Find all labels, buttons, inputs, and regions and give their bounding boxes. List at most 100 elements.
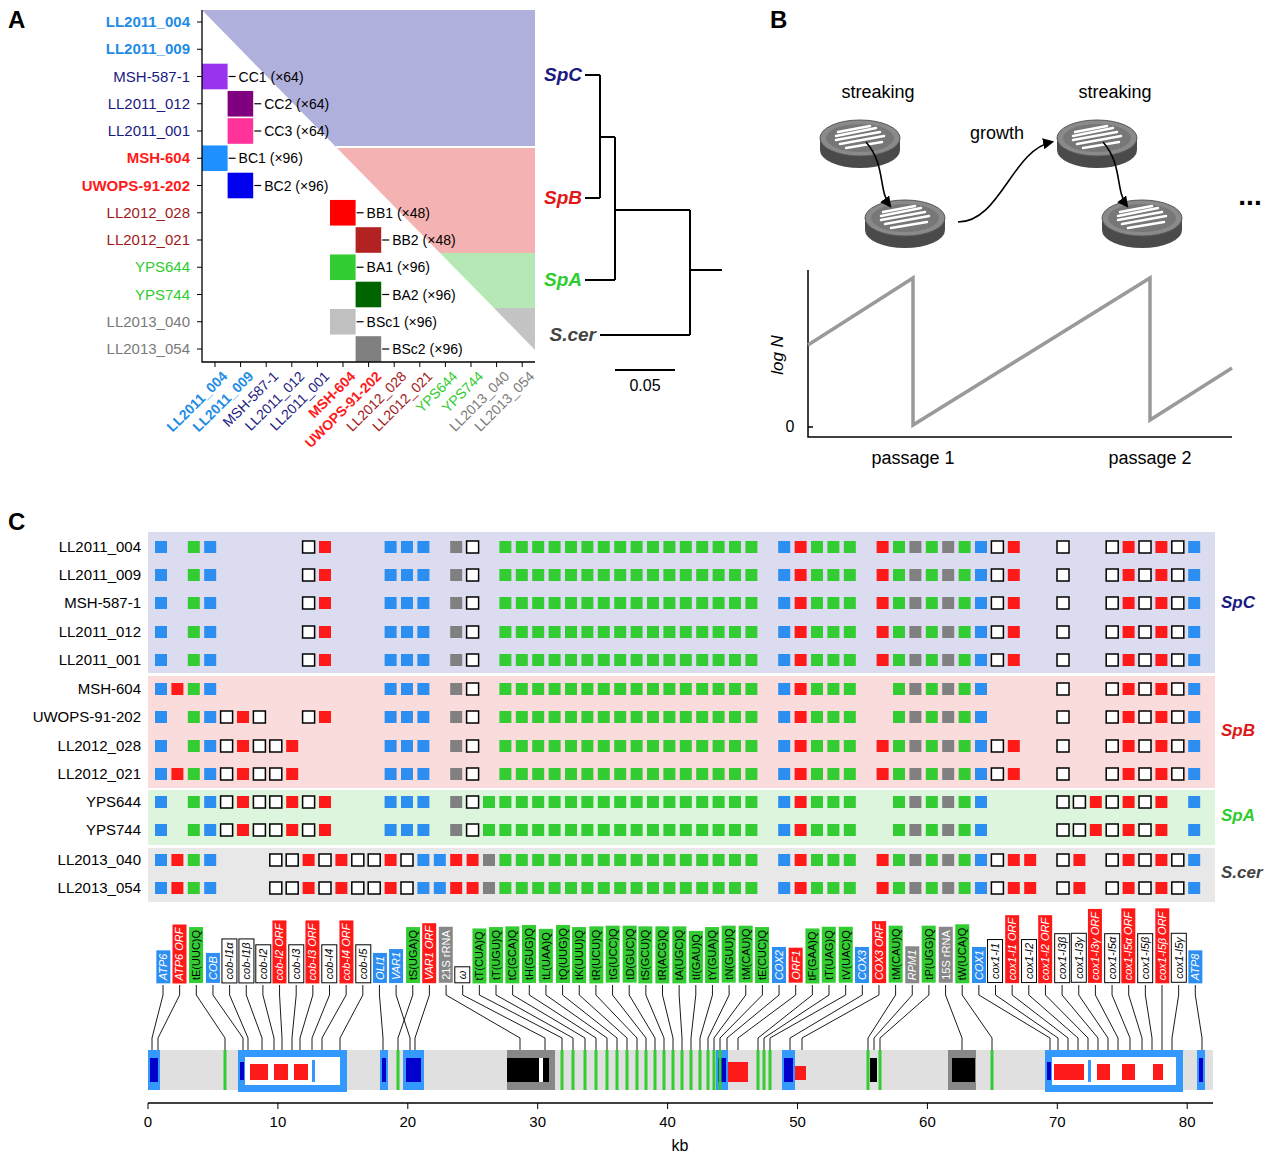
- cell-label: CC1 (×64): [239, 68, 304, 84]
- gene-label: tY(GUA)Q: [706, 930, 718, 980]
- trna-marks: [224, 1050, 994, 1090]
- cell-label: CC2 (×64): [264, 96, 329, 112]
- clade-label: SpB: [544, 187, 582, 209]
- gene-label: cox1-I5α ORF: [1123, 911, 1135, 980]
- scale-label: 0.05: [629, 377, 660, 395]
- gene-label: RPM1: [906, 949, 918, 980]
- gene-box: COX3: [855, 947, 869, 983]
- gene-box: OLI1: [372, 953, 386, 983]
- gene-label: ORF1: [790, 951, 802, 980]
- gene-label: cob-I5: [357, 948, 369, 979]
- strain-name: YPS644: [135, 259, 190, 276]
- tick-label: 60: [919, 1113, 936, 1130]
- gene-box: cob-I1α: [222, 938, 238, 983]
- kb-axis: [148, 1102, 1213, 1103]
- gene-box: cob-I4: [321, 944, 337, 983]
- gene-box: cox1-I5β ORF: [1155, 908, 1169, 983]
- tick-label: passage 1: [871, 448, 954, 469]
- gene-box: tP(UGG)Q: [922, 926, 936, 983]
- strain-name: UWOPS-91-202: [82, 177, 190, 194]
- gene-label: tM(CAU)Q: [740, 929, 752, 980]
- gene-label: cox1-I2: [1023, 943, 1035, 979]
- gene-box: cob-I2 ORF: [273, 920, 287, 983]
- gene-label: tF(GAA)Q: [806, 931, 818, 980]
- gene-box: COX2: [772, 947, 786, 983]
- gene-label: tE(CUC)Q: [756, 930, 768, 980]
- gene-label: COX3 ORF: [873, 924, 885, 980]
- gene-label: 21S rRNA: [440, 930, 452, 980]
- gene-box: tN(GUU)Q: [722, 926, 736, 983]
- gene-label: cob-I2 ORF: [274, 923, 286, 980]
- tick-label: 30: [529, 1113, 546, 1130]
- gene-box: cob-I5: [355, 944, 371, 983]
- gene-box: tK(UUU)Q: [572, 927, 586, 983]
- gene-label: tK(UUU)Q: [573, 930, 585, 980]
- gene-label: COB: [207, 956, 219, 980]
- feature-squares: [155, 541, 1200, 894]
- heatmap-cells: [202, 64, 389, 362]
- gene-box: cox1-I3β: [1054, 933, 1070, 983]
- gene-label: cox1-I5β ORF: [1156, 911, 1168, 980]
- gene-box: cox1-I3γ ORF: [1088, 909, 1102, 983]
- gene-label: VAR1 ORF: [423, 926, 435, 980]
- gene-box: tA(UGC)Q: [672, 926, 686, 983]
- strain-name: LL2011_001: [59, 651, 141, 668]
- gene-box: VAR1: [389, 949, 403, 983]
- gene-label: OLI1: [373, 956, 385, 980]
- gene-label: tG(UCC)Q: [607, 929, 619, 980]
- cell-label: BB1 (×48): [367, 205, 430, 221]
- clade-label: S.cer: [550, 324, 596, 346]
- clade-bands: [148, 532, 1215, 902]
- gene-box: cox1-I2: [1021, 939, 1037, 983]
- genome-map: [148, 1050, 1213, 1092]
- clade-label: SpA: [1221, 806, 1255, 826]
- gene-label: ATP6 ORF: [174, 927, 186, 980]
- gene-label: cox1-I1: [989, 943, 1001, 979]
- gene-box: tW(UCA)Q: [955, 924, 969, 983]
- panel-letter: C: [8, 508, 25, 536]
- strain-name: LL2012_021: [58, 765, 141, 782]
- gene-label: cob-I4 ORF: [340, 923, 352, 980]
- gene-label: cob-I1β: [240, 942, 252, 979]
- strain-name: LL2011_009: [59, 566, 141, 583]
- gene-label: COX2: [773, 950, 785, 980]
- clade-label: SpB: [1221, 721, 1255, 741]
- cell-label: BC1 (×96): [239, 150, 303, 166]
- gene-label: cox1-I3γ: [1073, 937, 1085, 979]
- strain-name: YPS644: [86, 793, 141, 810]
- gene-label: tT(UGU)Q: [490, 930, 502, 980]
- cell-label: BA2 (×96): [392, 286, 455, 302]
- leader-lines: [152, 985, 1202, 1050]
- gene-box: cox1-I1: [987, 939, 1003, 983]
- strain-name: LL2011_001: [108, 122, 190, 139]
- gene-box: tG(UCC)Q: [606, 926, 620, 983]
- strain-name: LL2012_028: [58, 737, 141, 754]
- gene-box: tR(UCU)Q: [589, 926, 603, 983]
- gene-label: COX3: [856, 950, 868, 980]
- gene-label: cox1-I3β: [1056, 937, 1068, 979]
- panel-letter: B: [770, 6, 787, 34]
- axis-title: log N: [768, 335, 788, 375]
- strain-name: LL2011_012: [59, 623, 141, 640]
- gene-box: tC(GCA)Q: [506, 926, 520, 983]
- clade-label: S.cer: [1221, 863, 1263, 883]
- gene-label: 15S rRNA: [940, 930, 952, 980]
- tick-label: 0: [786, 418, 795, 436]
- gene-box: RPM1: [905, 946, 919, 983]
- population-curve: [808, 278, 1232, 425]
- gene-box: tQ(UUG)Q: [556, 925, 570, 983]
- gene-label: cox1-I3γ ORF: [1089, 912, 1101, 980]
- strain-name: LL2013_054: [107, 340, 190, 357]
- gene-label: cob-I4: [323, 948, 335, 979]
- strain-name: LL2011_004: [59, 538, 141, 555]
- gene-label: tS(GCU)Q: [640, 929, 652, 980]
- gene-label: tW(UCA)Q: [956, 927, 968, 980]
- strain-name: UWOPS-91-202: [33, 708, 141, 725]
- kb-ticks: [148, 1103, 1187, 1109]
- gene-label: cob-I3: [290, 948, 302, 979]
- gene-box: tH(GUG)Q: [522, 925, 536, 983]
- cell-label: CC3 (×64): [264, 123, 329, 139]
- gene-label: ATP6: [157, 953, 169, 980]
- gene-box: cox1-I5γ: [1171, 933, 1187, 983]
